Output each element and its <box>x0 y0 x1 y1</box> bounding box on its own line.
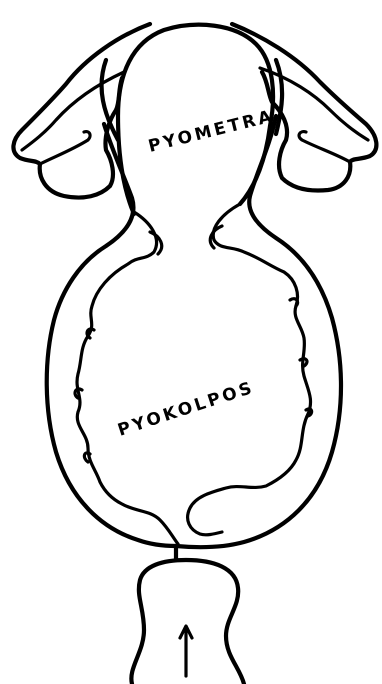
flow-arrow-icon <box>180 626 192 676</box>
right-cornu-outer <box>232 24 376 191</box>
pyometra-label: PYOMETRA <box>146 106 276 157</box>
lining-wiggle-right <box>290 299 312 416</box>
left-cornu-outer <box>13 24 150 198</box>
upper-cavity-lining <box>22 25 368 214</box>
right-neck-outer <box>276 60 282 134</box>
exit-canal <box>131 546 244 684</box>
pyokolpos-label: PYOKOLPOS <box>115 378 257 441</box>
lower-lining-left <box>77 212 178 544</box>
lower-cavity-lining <box>75 204 312 544</box>
left-cornu-fold <box>40 132 90 164</box>
body-outer-right <box>176 116 341 547</box>
right-cornu-fold <box>299 132 350 162</box>
canal-outer <box>131 560 244 684</box>
lower-lining-right <box>188 204 311 535</box>
